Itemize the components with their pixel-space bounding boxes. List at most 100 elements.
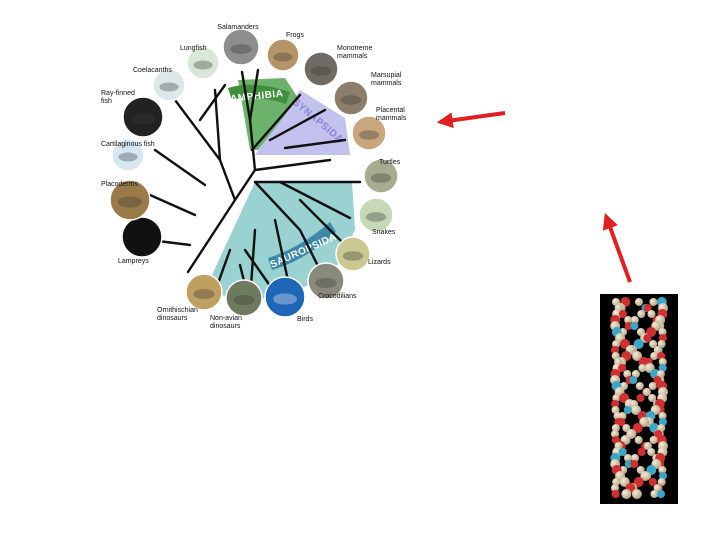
dna-atom [614, 418, 623, 426]
dna-atom [624, 454, 632, 462]
dna-atom [650, 490, 659, 498]
dna-atom [621, 489, 632, 499]
taxon-coelacanths: Coelacanths [133, 67, 186, 102]
taxon-turtles: Turtles [363, 158, 401, 194]
dna-atom [657, 340, 666, 348]
dna-atom [632, 351, 643, 361]
taxon-lampreys: Lampreys [118, 216, 163, 265]
dna-atom [631, 454, 639, 462]
turtle-icon [363, 158, 399, 194]
taxon-placoderms: Placoderms [101, 179, 151, 221]
dna-atom [658, 364, 667, 372]
salamander-icon-subject [230, 43, 252, 55]
lamprey-icon [121, 216, 163, 258]
dna-atom [633, 339, 644, 349]
placental-mammal-icon [351, 115, 387, 151]
salamander-icon [222, 28, 260, 66]
dna-atom [611, 424, 620, 432]
phylogeny-figure: AMPHIBIA SYNAPSIDA SAUROPSIDA [101, 24, 407, 330]
dna-atom [612, 340, 621, 348]
dna-atom [632, 423, 643, 433]
ray-finned-fish-icon-subject [131, 113, 155, 125]
turtle-icon-subject [370, 173, 392, 183]
dna-atom [657, 478, 666, 486]
dna-atom [618, 412, 627, 420]
taxon-salamanders: Salamanders [217, 24, 260, 66]
taxon-label: Lampreys [118, 258, 149, 265]
placental-mammal-icon-subject [358, 130, 380, 140]
dna-atom [658, 358, 667, 366]
dna-atom [612, 478, 621, 486]
dna-atom [611, 406, 620, 414]
dna-atom [636, 394, 645, 402]
marsupial-icon [333, 80, 369, 116]
dna-atom [635, 382, 644, 390]
dna-atom [638, 364, 647, 372]
amphibia-banner: AMPHIBIA [228, 84, 290, 105]
dna-atom [639, 417, 650, 427]
dinosaur-skeleton-icon-subject [193, 288, 215, 300]
dna-atom [649, 298, 658, 306]
dinosaur-skeleton-icon [185, 273, 223, 311]
taxon-label: Salamanders [217, 24, 259, 31]
crocodile-icon-subject [315, 277, 337, 289]
dna-atom [631, 370, 640, 378]
dna-atom [611, 490, 620, 498]
dna-atom [643, 472, 652, 480]
taxon-label: Lungfish [180, 45, 207, 52]
dna-atom [618, 448, 627, 456]
dna-atom [653, 484, 662, 492]
dna-atom [657, 352, 666, 360]
lizard-icon [335, 236, 371, 272]
dna-atom [631, 405, 641, 415]
arrow-to-placental-mammals [436, 111, 506, 129]
dna-atom [642, 388, 651, 396]
crocodile-icon [307, 262, 345, 300]
dna-atom [658, 412, 667, 420]
dna-atom [659, 472, 667, 480]
dna-atom [647, 448, 656, 456]
dinosaur-icon [225, 279, 263, 317]
dna-atom [648, 382, 657, 390]
arrow-to-tree-from-dna [602, 212, 632, 283]
taxon-birds: Birds [264, 276, 313, 323]
dna-atom [631, 489, 642, 499]
shark-icon-subject [118, 152, 138, 162]
frog-icon-subject [273, 52, 293, 62]
dna-atom [612, 394, 621, 402]
coelacanth-icon-subject [159, 82, 179, 92]
dna-atom [649, 436, 658, 444]
dna-atom [643, 442, 652, 450]
dna-atom [637, 448, 646, 456]
marsupial-icon-subject [340, 95, 362, 105]
taxon-label: Birds [297, 316, 313, 323]
dna-atom [634, 436, 643, 444]
dna-atom [658, 334, 667, 342]
taxon-cartilaginous-fish: Cartilaginous fish [101, 138, 155, 172]
dna-atom [643, 334, 652, 342]
taxon-lizards: Lizards [335, 236, 391, 272]
dna-atom [633, 477, 644, 487]
dna-atom [649, 340, 658, 348]
bird-icon-subject [273, 293, 297, 305]
taxon-lungfish: Lungfish [180, 45, 220, 80]
dna-atom [653, 346, 662, 354]
platypus-icon [303, 51, 339, 87]
lungfish-icon-subject [193, 60, 213, 70]
dna-atom [658, 418, 667, 426]
dinosaur-icon-subject [233, 294, 255, 306]
dna-atom [623, 406, 632, 414]
dna-atom [611, 346, 619, 354]
taxon-label: Frogs [286, 32, 304, 39]
